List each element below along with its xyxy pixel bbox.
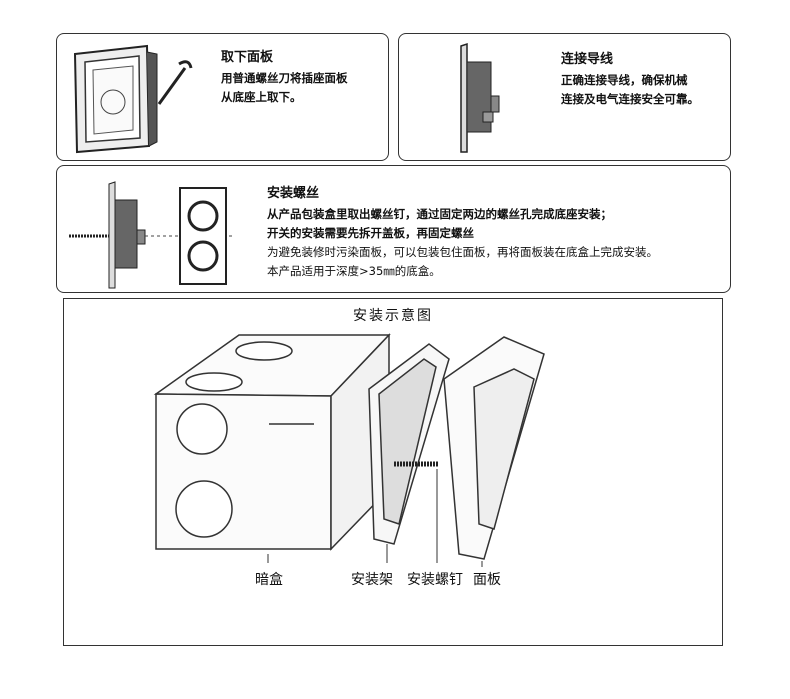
diagram-title: 安装示意图: [353, 308, 433, 324]
junction-box: [153, 333, 391, 551]
exploded-view-illustration: [153, 333, 545, 567]
step-text: 用普通螺丝刀将插座面板: [221, 71, 348, 85]
step-text: 为避免装修时污染面板，可以包装包住面板，再将面板装在底盒上完成安装。: [267, 245, 658, 259]
step-remove-panel: 取下面板 用普通螺丝刀将插座面板 从底座上取下。: [56, 33, 389, 161]
face-panel: [443, 336, 545, 560]
step-text: 本产品适用于深度>35㎜的底盒。: [267, 264, 441, 278]
step-text: 开关的安装需要先拆开盖板，再固定螺丝: [267, 226, 474, 240]
label-mounting-screw: 安装螺钉: [407, 572, 463, 588]
step-title: 连接导线: [561, 52, 614, 67]
step-install-screws: 安装螺丝 从产品包装盒里取出螺丝钉，通过固定两边的螺丝孔完成底座安装； 开关的安…: [56, 165, 731, 293]
step-title: 安装螺丝: [267, 186, 320, 201]
label-face-panel: 面板: [473, 572, 501, 588]
step-text: 从产品包装盒里取出螺丝钉，通过固定两边的螺丝孔完成底座安装；: [267, 207, 612, 221]
mounting-bracket: [368, 343, 450, 545]
connect-wires-illustration: [460, 42, 500, 153]
label-junction-box: 暗盒: [255, 572, 283, 588]
step-connect-wires: 连接导线 正确连接导线，确保机械 连接及电气连接安全可靠。: [398, 33, 731, 161]
step-text: 从底座上取下。: [221, 90, 302, 104]
label-mounting-bracket: 安装架: [351, 572, 393, 588]
installation-diagram: 安装示意图 暗盒 安装架 安装螺钉 面板: [63, 298, 723, 646]
remove-panel-illustration: [73, 44, 193, 154]
step-text: 连接及电气连接安全可靠。: [561, 92, 699, 106]
install-screws-illustration: [69, 181, 235, 289]
step-title: 取下面板: [221, 50, 274, 65]
step-text: 正确连接导线，确保机械: [561, 73, 688, 87]
